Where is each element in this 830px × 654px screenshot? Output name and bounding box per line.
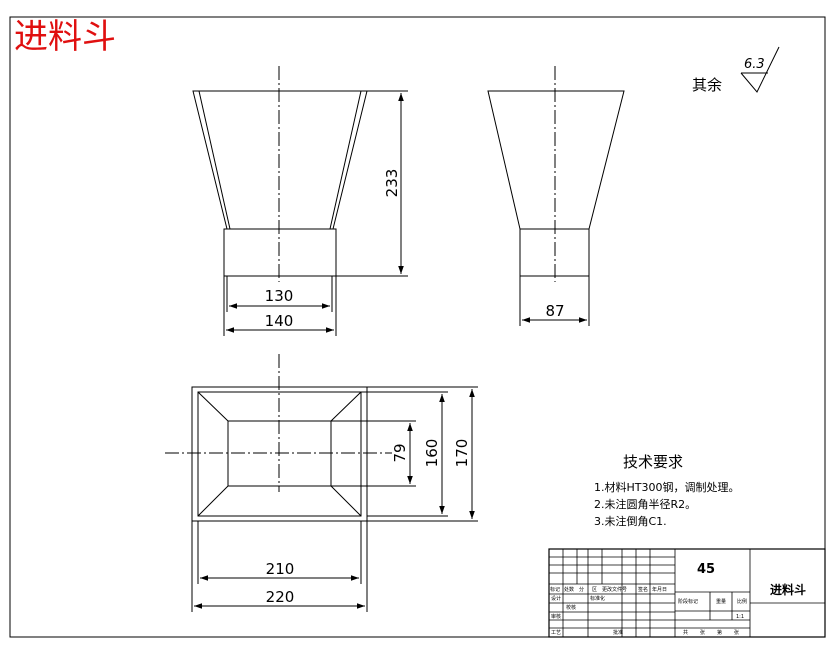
front-inner-width-dim: 130 <box>265 287 294 305</box>
tb-header-4: 更改文件号 <box>602 586 627 593</box>
technical-requirements: 技术要求 1.材料HT300钢，调制处理。 2.未注圆角半径R2。 3.未注倒角… <box>594 453 739 528</box>
tb-header-1: 处数 <box>564 586 574 593</box>
tb-header-3: 区 <box>592 587 597 593</box>
title-block <box>548 548 826 638</box>
tb-stage: 阶段标记 <box>678 598 698 605</box>
tb-approve: 批准 <box>613 629 623 636</box>
tb-sheet-1: 张 <box>700 629 705 636</box>
titleblock-material: 45 <box>697 562 715 577</box>
front-outer-width-dim: 140 <box>265 312 294 330</box>
top-view <box>165 354 478 612</box>
top-mid-height-dim: 160 <box>423 439 441 468</box>
tb-ratio: 1:1 <box>736 614 744 620</box>
tb-process: 工艺 <box>551 630 561 636</box>
tech-item-3: 3.未注倒角C1. <box>594 514 667 528</box>
tb-sheet-3: 张 <box>734 629 739 636</box>
top-outer-height-dim: 170 <box>453 439 471 468</box>
front-height-dim: 233 <box>383 169 401 198</box>
side-view <box>487 66 625 326</box>
tb-review: 审核 <box>551 613 561 620</box>
tb-header-0: 标记 <box>550 586 560 593</box>
tech-item-2: 2.未注圆角半径R2。 <box>594 497 696 511</box>
top-inner-width-dim: 210 <box>266 560 295 578</box>
tb-header-6: 年月日 <box>652 586 667 593</box>
tb-sheet-2: 第 <box>717 629 722 636</box>
tb-header-5: 签名 <box>638 586 648 593</box>
top-outer-width-dim: 220 <box>266 588 295 606</box>
tb-check: 校核 <box>566 604 576 611</box>
tb-design: 设计 <box>551 595 561 602</box>
side-width-dim: 87 <box>545 302 564 320</box>
tech-item-1: 1.材料HT300钢，调制处理。 <box>594 480 739 494</box>
surface-roughness-label: 其余 <box>692 76 722 94</box>
top-inner-height-dim: 79 <box>391 443 409 462</box>
titleblock-part-name: 进料斗 <box>770 582 806 597</box>
surface-roughness-value: 6.3 <box>744 57 765 72</box>
tech-title: 技术要求 <box>623 453 683 471</box>
front-view <box>192 66 408 336</box>
tb-std: 标准化 <box>590 595 605 602</box>
tb-ratio-label: 比例 <box>737 598 747 605</box>
tb-header-2: 分 <box>579 586 584 593</box>
tb-sheet-0: 共 <box>683 629 688 636</box>
surface-roughness-symbol: 其余 6.3 <box>692 46 780 94</box>
tb-weight: 重量 <box>716 598 726 605</box>
drawing-border <box>9 16 826 638</box>
drawing-title: 进料斗 <box>14 17 116 57</box>
